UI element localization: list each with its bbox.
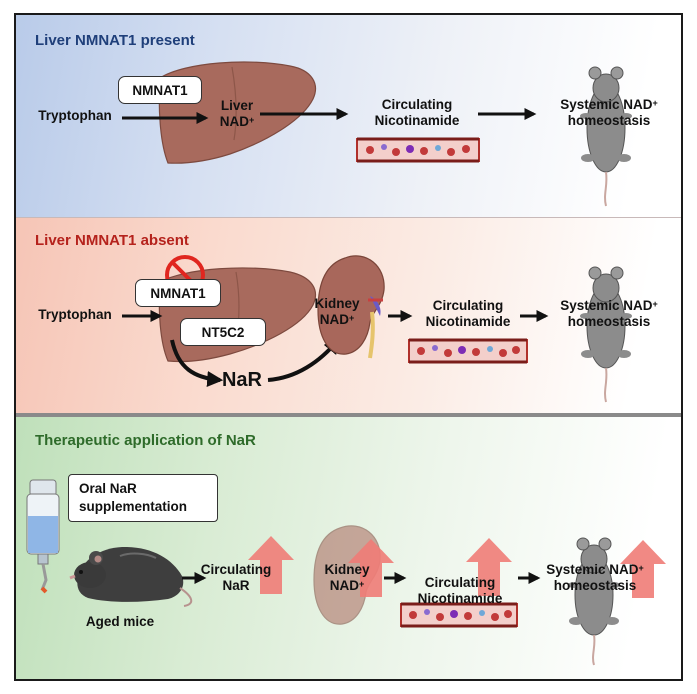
panel-heading-therapy: Therapeutic application of NaR xyxy=(35,432,256,449)
panel-divider xyxy=(16,217,681,218)
mouse-icon xyxy=(580,66,632,207)
label-kidney-nad: Kidney NAD+ xyxy=(324,562,370,593)
label-systemic-nad-homeostasis: Systemic NAD+ homeostasis xyxy=(560,298,658,329)
panel-divider-thick xyxy=(16,413,681,417)
enzyme-box-nmnat1-blocked: NMNAT1 xyxy=(135,279,221,307)
increase-arrow-icon xyxy=(248,536,294,594)
blood-vessel-icon xyxy=(400,602,518,628)
arrow-liver-to-nar xyxy=(170,339,224,387)
increase-arrow-icon xyxy=(620,540,666,598)
supplementation-box: Oral NaR supplementation xyxy=(68,474,218,522)
water-bottle-icon xyxy=(26,479,60,594)
label-circulating-nicotinamide: Circulating Nicotinamide xyxy=(417,575,503,606)
kidney-icon xyxy=(317,255,385,359)
panel-heading-present: Liver NMNAT1 present xyxy=(35,32,195,49)
label-tryptophan: Tryptophan xyxy=(38,108,112,123)
increase-arrow-icon xyxy=(348,539,394,597)
label-systemic-nad-homeostasis: Systemic NAD+ homeostasis xyxy=(546,562,644,593)
label-nar: NaR xyxy=(221,369,262,391)
label-circulating-nicotinamide: Circulating Nicotinamide xyxy=(374,97,460,128)
enzyme-box-nt5c2: NT5C2 xyxy=(180,318,266,346)
label-circulating-nicotinamide: Circulating Nicotinamide xyxy=(425,298,511,329)
mouse-icon xyxy=(568,537,620,666)
label-liver-nad: Liver NAD+ xyxy=(219,98,255,129)
label-aged-mice: Aged mice xyxy=(85,614,155,629)
enzyme-box-nmnat1: NMNAT1 xyxy=(118,76,202,104)
label-kidney-nad: Kidney NAD+ xyxy=(314,296,360,327)
blood-vessel-icon xyxy=(356,137,480,163)
label-tryptophan: Tryptophan xyxy=(38,307,112,322)
panel-heading-absent: Liver NMNAT1 absent xyxy=(35,232,189,249)
aged-mouse-icon xyxy=(69,546,193,607)
mouse-icon xyxy=(580,266,632,403)
increase-arrow-icon xyxy=(466,538,512,596)
blood-vessel-icon xyxy=(408,338,528,364)
label-systemic-nad-homeostasis: Systemic NAD+ homeostasis xyxy=(560,97,658,128)
label-circulating-nar: Circulating NaR xyxy=(200,562,272,593)
